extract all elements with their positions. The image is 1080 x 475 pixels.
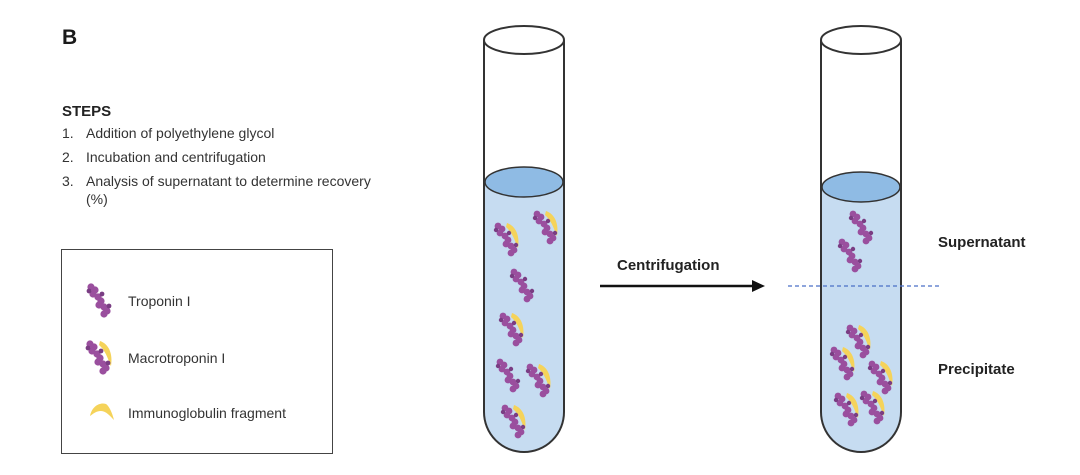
precipitate-label: Precipitate — [938, 361, 1015, 378]
liquid-surface — [821, 171, 901, 203]
step-item: 1. Addition of polyethylene glycol — [62, 124, 392, 142]
step-number: 3. — [62, 173, 74, 189]
step-text: Addition of polyethylene glycol — [86, 125, 275, 141]
centrifugation-arrow — [600, 280, 765, 292]
macrotroponin-icon — [85, 340, 112, 375]
steps-heading: STEPS — [62, 103, 112, 120]
troponin-icon — [86, 283, 112, 318]
legend-label: Troponin I — [128, 293, 191, 309]
panel-label: B — [62, 26, 78, 49]
centrifugation-label: Centrifugation — [617, 257, 720, 274]
tube-after — [820, 25, 902, 453]
tube-before — [483, 25, 565, 453]
legend-item-macrotroponin: Macrotroponin I — [82, 336, 225, 380]
step-number: 1. — [62, 125, 74, 141]
legend-label: Macrotroponin I — [128, 350, 226, 366]
legend-label: Immunoglobulin fragment — [128, 405, 286, 421]
legend-item-immunoglobulin: Immunoglobulin fragment — [82, 396, 286, 430]
supernatant-label: Supernatant — [938, 234, 1026, 251]
step-text: Incubation and centrifugation — [86, 149, 266, 165]
step-text: Analysis of supernatant to determine rec… — [86, 173, 371, 207]
tube-opening — [820, 25, 902, 55]
tube-opening — [483, 25, 565, 55]
step-item: 3. Analysis of supernatant to determine … — [62, 172, 392, 208]
step-item: 2. Incubation and centrifugation — [62, 148, 392, 166]
immunoglobulin-fragment-icon — [90, 403, 114, 420]
step-number: 2. — [62, 149, 74, 165]
legend-box: Troponin I Macrotroponin I Immunoglobuli… — [61, 249, 333, 454]
steps-list: STEPS 1. Addition of polyethylene glycol… — [62, 103, 392, 214]
liquid-surface — [484, 166, 564, 198]
legend-item-troponin: Troponin I — [82, 280, 191, 322]
